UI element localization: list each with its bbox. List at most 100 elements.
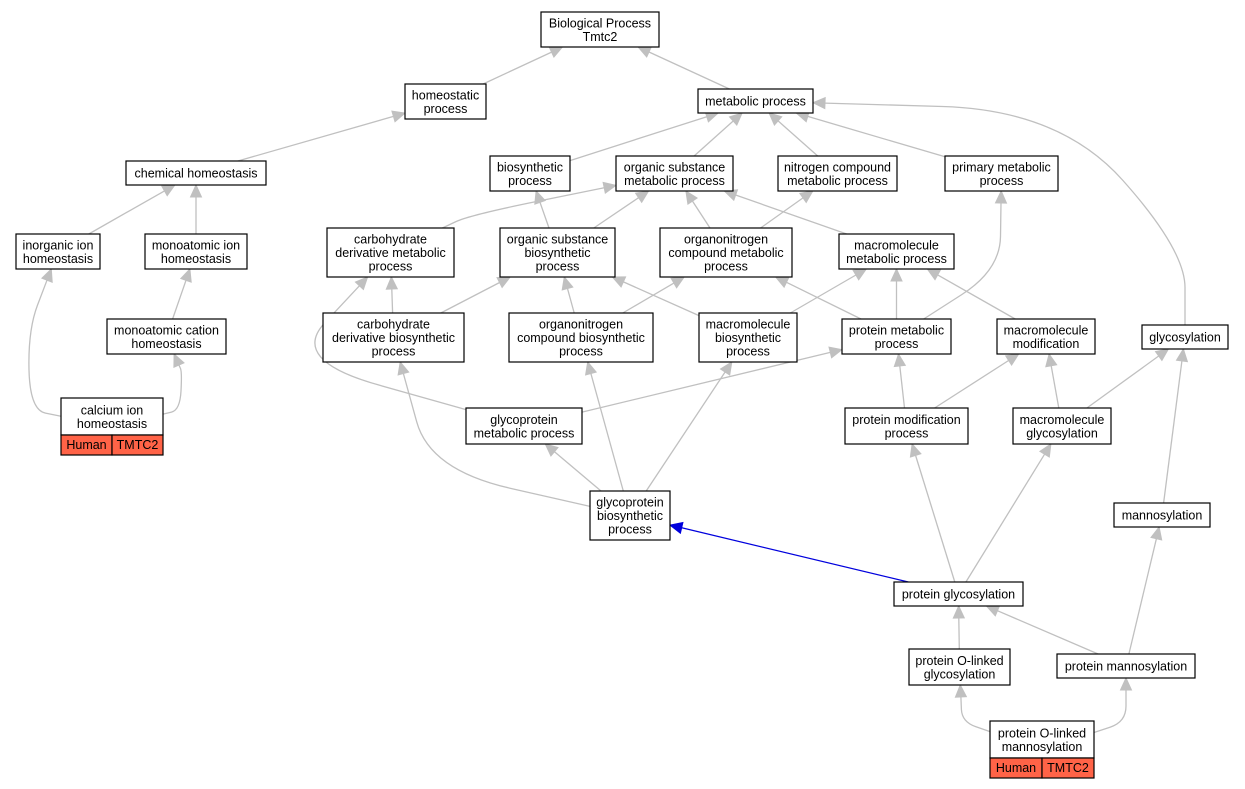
node-box: [322, 312, 465, 363]
edge-line: [28, 279, 62, 417]
node-label: process: [424, 102, 468, 116]
node-chem-homeo: chemical homeostasis: [125, 160, 267, 186]
node-box: [893, 581, 1024, 607]
node-box: [1056, 653, 1196, 679]
edge-carb-deriv-bio-to-carb-deriv-met: [385, 275, 399, 314]
node-label: carbohydrate: [357, 318, 430, 332]
arrowhead: [584, 360, 598, 376]
node-label: organonitrogen: [539, 318, 623, 332]
arrowhead: [890, 267, 903, 282]
species-tag-label: TMTC2: [117, 438, 159, 452]
node-label: biosynthetic: [524, 246, 590, 260]
node-mannosylation: mannosylation: [1113, 502, 1211, 528]
arrowhead: [994, 189, 1008, 204]
node-box: [659, 227, 793, 278]
arrowhead: [548, 46, 564, 59]
arrowhead: [189, 183, 203, 198]
node-box: [125, 160, 267, 186]
edge-line: [569, 116, 707, 162]
edge-glycoprot-bio-to-carb-deriv-bio: [397, 360, 591, 508]
edge-biosynthetic-to-metabolic: [569, 110, 720, 162]
edge-carb-deriv-bio-to-org-sub-bio: [440, 276, 512, 314]
edge-orgn-bio-to-org-sub-bio: [561, 275, 575, 314]
node-label: protein glycosylation: [902, 588, 1015, 602]
edge-prot-mod-to-macro-mod: [934, 353, 1020, 409]
node-label: homeostasis: [131, 337, 201, 351]
node-label: Biological Process: [549, 16, 651, 30]
edge-protein-met-to-macro-met: [890, 267, 903, 319]
node-box: [1113, 502, 1211, 528]
node-label: organic substance: [507, 233, 609, 247]
arrowhead: [909, 442, 922, 458]
edge-protein-met-to-primary-met: [923, 189, 1008, 320]
edge-line: [440, 281, 500, 314]
edge-prot-manno-to-mannosylation: [1128, 525, 1163, 655]
node-prot-manno: protein mannosylation: [1056, 653, 1196, 679]
arrowhead: [954, 683, 968, 698]
node-label: process: [726, 345, 770, 359]
node-box: [489, 155, 571, 192]
edge-line: [735, 194, 847, 235]
node-box: [989, 720, 1095, 759]
edge-line: [807, 115, 946, 158]
node-box: [106, 318, 227, 355]
node-box: [697, 88, 814, 114]
edge-line: [1093, 690, 1127, 734]
node-label: process: [559, 345, 603, 359]
node-label: process: [608, 523, 652, 537]
edge-line: [566, 288, 575, 314]
edge-line: [554, 451, 602, 492]
arrowhead: [1150, 525, 1163, 541]
node-label: derivative biosynthetic: [332, 331, 455, 345]
node-label: protein metabolic: [849, 323, 944, 337]
edge-glycoprot-bio-to-orgn-bio: [584, 360, 624, 492]
edge-monoatomic-cat-to-monoatomic-ion: [171, 267, 192, 320]
node-label: derivative metabolic: [335, 246, 445, 260]
arrowhead: [160, 184, 176, 197]
edge-prot-glyco-to-glycoprot-bio: [668, 521, 909, 583]
node-box: [996, 318, 1096, 355]
edge-line: [923, 202, 1002, 320]
arrowhead: [1004, 353, 1020, 367]
node-box: [499, 227, 616, 278]
node-label: organonitrogen: [684, 233, 768, 247]
node-label: process: [875, 337, 919, 351]
edge-glycosylation-to-metabolic: [811, 96, 1186, 325]
node-box: [404, 83, 487, 120]
edge-line: [1086, 355, 1160, 409]
edge-prot-manno-to-prot-glyco: [985, 605, 1099, 655]
arrowhead: [496, 276, 512, 289]
edge-line: [88, 190, 165, 235]
edge-orgn-met-to-nitrogen-met: [760, 190, 814, 229]
edge-prot-o-manno-to-prot-manno: [1093, 676, 1133, 734]
edge-line: [648, 51, 730, 90]
arrowhead: [602, 181, 618, 194]
edge-line: [777, 120, 819, 157]
edge-line: [442, 187, 605, 229]
arrowhead: [798, 190, 814, 204]
node-label: homeostatic: [412, 88, 479, 102]
node-label: biosynthetic: [497, 160, 563, 174]
arrowhead: [852, 268, 868, 281]
node-label: compound metabolic: [668, 246, 783, 260]
edge-calcium-to-monoatomic-cat: [162, 352, 185, 415]
node-label: metabolic process: [474, 426, 575, 440]
edge-mannosylation-to-glycosylation: [1162, 347, 1189, 504]
arrowhead: [926, 268, 942, 281]
node-label: macromolecule: [1004, 323, 1089, 337]
node-box: [508, 312, 654, 363]
node-box: [615, 155, 734, 192]
